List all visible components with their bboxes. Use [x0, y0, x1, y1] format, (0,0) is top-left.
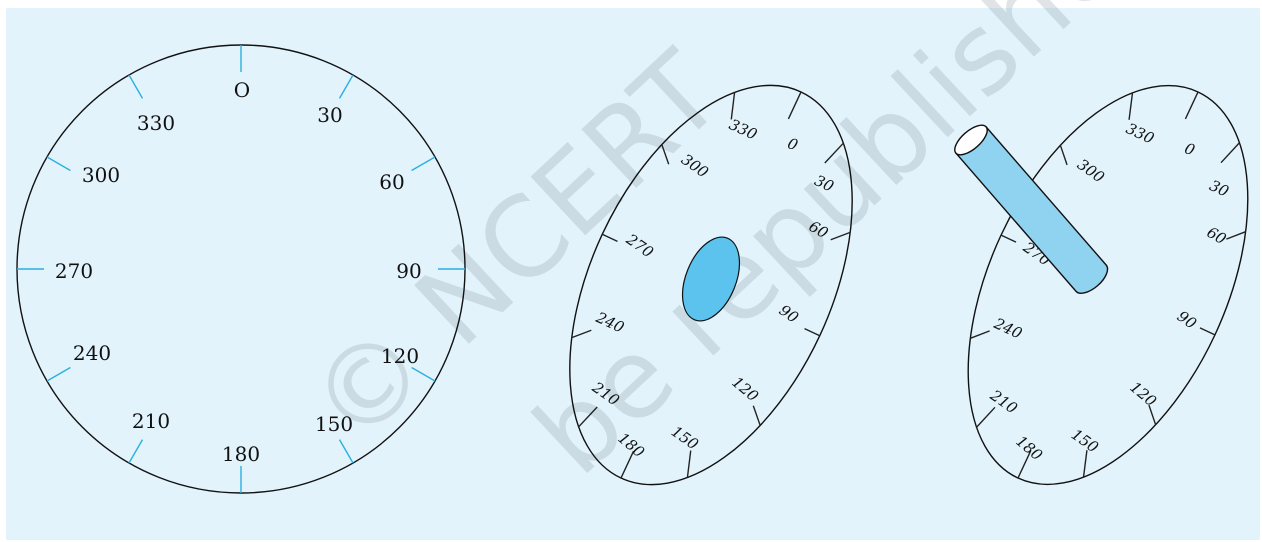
tilted-dial-3-ticks: [970, 91, 1246, 479]
rod-end: [954, 124, 988, 156]
tilted-2-tick: [661, 144, 670, 165]
dial-hole: [681, 236, 741, 322]
tilted-3-tick: [1082, 450, 1088, 478]
flat-label-150: 150: [315, 412, 353, 436]
flat-dial-ticks: [17, 45, 465, 493]
flat-label-60: 60: [379, 170, 404, 194]
tilted-2-tick: [752, 405, 761, 426]
tilted-3-tick: [970, 330, 990, 339]
flat-label-210: 210: [132, 409, 170, 433]
tilted-3-tick: [1220, 142, 1240, 164]
tilted-3-tick: [1128, 92, 1134, 120]
flat-tick: [411, 156, 436, 172]
tilted-2-tick: [787, 91, 802, 120]
flat-label-0: O: [234, 78, 250, 102]
tilted-3-tick: [1059, 145, 1068, 166]
tilted-2-tick: [804, 327, 821, 337]
flat-tick: [46, 366, 71, 382]
flat-label-330: 330: [137, 111, 175, 135]
flat-label-300: 300: [82, 163, 120, 187]
tilted-3-tick: [1017, 450, 1032, 479]
tilted-3-tick: [1148, 404, 1157, 425]
flat-tick: [338, 74, 354, 99]
tilted-2-tick: [620, 450, 635, 479]
tilted-2-tick: [824, 142, 844, 164]
tilted-3-tick: [1184, 91, 1199, 120]
flat-tick: [46, 156, 71, 172]
flat-label-120: 120: [381, 344, 419, 368]
tilted-dial-2-ticks: [571, 91, 851, 479]
tilted-2-tick: [730, 92, 736, 120]
tilted-3-tick: [976, 406, 996, 428]
tilted-2-tick: [830, 231, 851, 241]
flat-tick: [128, 74, 144, 99]
tilted-2-tick: [578, 406, 598, 428]
rod: [954, 124, 1109, 294]
flat-dial: O 30 60 90 120 150 180 210 240 270 300 3…: [16, 44, 466, 494]
flat-label-270: 270: [55, 259, 93, 283]
tilted-3-tick: [1226, 231, 1246, 240]
flat-tick: [128, 439, 144, 464]
tilted-2-tick: [601, 233, 618, 243]
flat-label-90: 90: [396, 259, 421, 283]
flat-label-180: 180: [222, 442, 260, 466]
flat-tick: [411, 366, 436, 382]
flat-label-30: 30: [317, 103, 342, 127]
flat-dial-labels: O 30 60 90 120 150 180 210 240 270 300 3…: [55, 78, 422, 466]
rod-body: [954, 125, 1109, 294]
tilted-2-tick: [571, 329, 592, 339]
tilted-2-tick: [686, 450, 692, 478]
flat-tick: [338, 439, 354, 464]
flat-label-240: 240: [73, 341, 111, 365]
tilted-3-tick: [1199, 327, 1216, 336]
tilted-3-tick: [1000, 234, 1017, 243]
background-panel: [6, 8, 1260, 540]
